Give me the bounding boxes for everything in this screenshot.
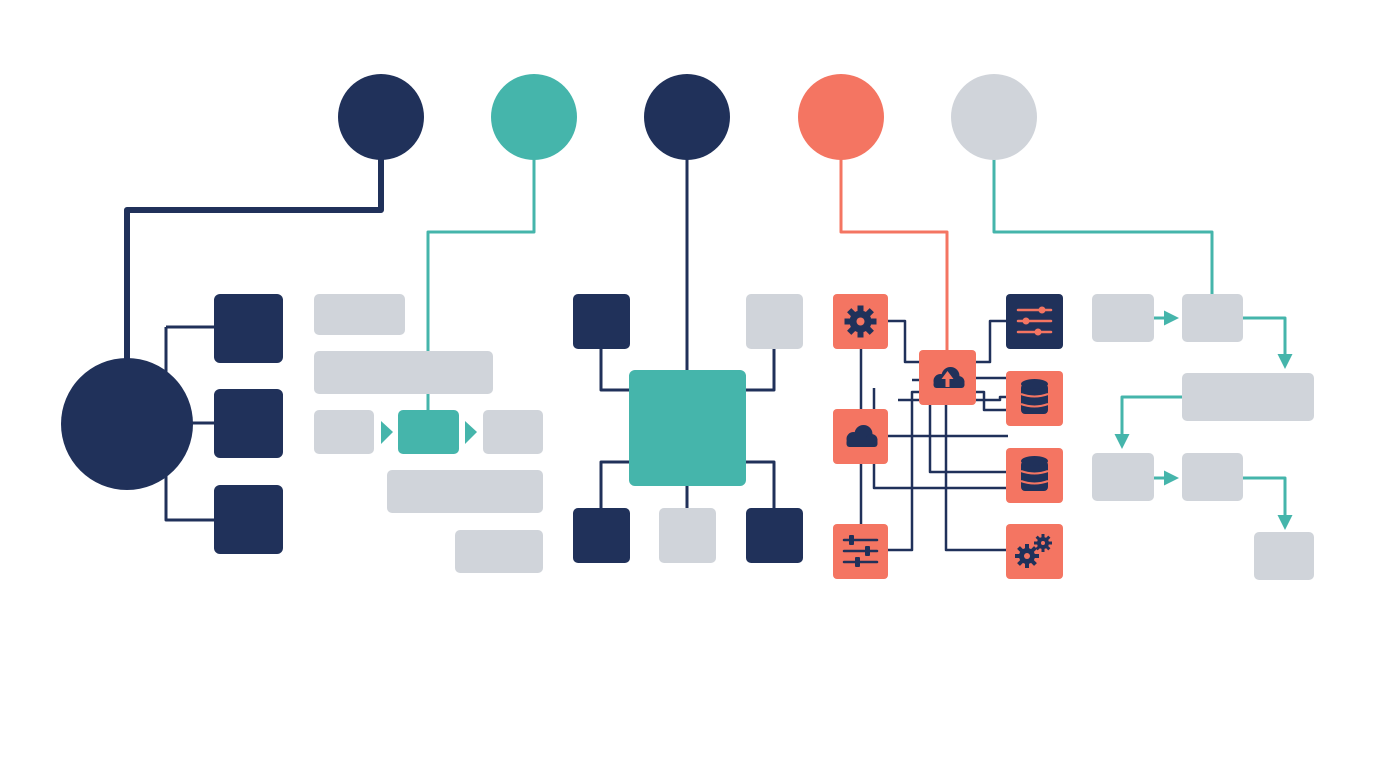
- gray-box: [1092, 453, 1154, 501]
- database-icon: [1006, 371, 1063, 426]
- hub-circle: [61, 358, 193, 490]
- connector-line: [744, 348, 776, 392]
- placeholder-bar: [314, 294, 405, 335]
- placeholder-bar: [483, 410, 543, 454]
- connector-line: [124, 150, 384, 360]
- database-icon: [1006, 448, 1063, 503]
- connector-line: [426, 150, 536, 412]
- top-node: [644, 74, 730, 160]
- top-nodes: [338, 74, 1037, 160]
- placeholder-bar: [455, 530, 543, 573]
- placeholder-bar: [314, 410, 374, 454]
- gray-box: [659, 508, 716, 563]
- connector-line: [839, 150, 949, 352]
- cloud-icon: [833, 409, 888, 464]
- navy-box: [746, 508, 803, 563]
- sliders-icon: [833, 524, 888, 579]
- flow-cluster: [1092, 294, 1314, 580]
- connectors: [124, 150, 1293, 552]
- left-cluster: [61, 294, 283, 554]
- teal-box: [398, 410, 459, 454]
- gray-box: [1254, 532, 1314, 580]
- connector-line: [599, 460, 632, 510]
- gray-box: [1182, 453, 1243, 501]
- hub-cluster: [573, 294, 803, 563]
- arrow-line: [1243, 476, 1293, 530]
- arrow-line: [1114, 395, 1184, 449]
- gray-box: [1182, 294, 1243, 342]
- gray-box: [746, 294, 803, 349]
- cloud-upload-icon: [919, 350, 976, 405]
- navy-box: [573, 294, 630, 349]
- connector-line: [992, 150, 1214, 296]
- navy-box: [573, 508, 630, 563]
- gear-icon: [833, 294, 888, 349]
- chevron-right-icon: [465, 421, 477, 444]
- placeholder-bar: [314, 351, 493, 394]
- connector-line: [744, 460, 776, 510]
- top-node: [798, 74, 884, 160]
- arrow-line: [1243, 316, 1293, 369]
- top-node: [338, 74, 424, 160]
- bar-cluster: [314, 294, 543, 573]
- sliders-icon: [1006, 294, 1063, 349]
- navy-box: [214, 389, 283, 458]
- connector-line: [599, 348, 632, 392]
- top-node: [951, 74, 1037, 160]
- gears-icon: [1006, 524, 1063, 579]
- service-cluster: [833, 294, 1063, 579]
- gray-box: [1092, 294, 1154, 342]
- navy-box: [214, 485, 283, 554]
- placeholder-bar: [387, 470, 543, 513]
- gray-box: [1182, 373, 1314, 421]
- navy-box: [214, 294, 283, 363]
- central-teal-box: [629, 370, 746, 486]
- top-node: [491, 74, 577, 160]
- chevron-right-icon: [381, 421, 393, 444]
